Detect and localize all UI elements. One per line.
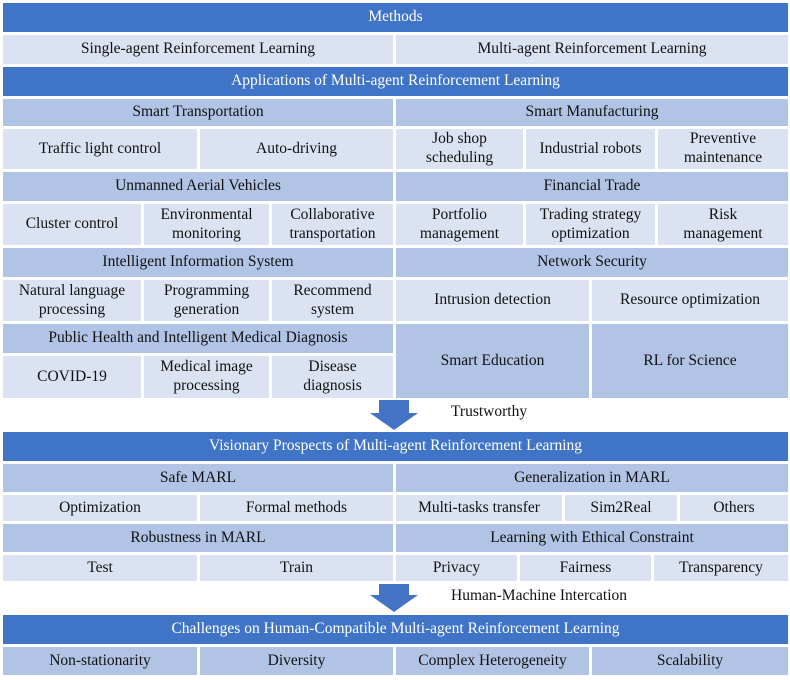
intelligent-info-header: Intelligent Information System <box>3 248 393 277</box>
disease-diagnosis-box: Disease diagnosis <box>272 356 393 398</box>
intrusion-detection-box: Intrusion detection <box>396 280 589 321</box>
challenges-header: Challenges on Human-Compatible Multi-age… <box>3 615 788 644</box>
privacy-box: Privacy <box>396 555 517 581</box>
methods-header: Methods <box>3 3 788 32</box>
uav-header: Unmanned Aerial Vehicles <box>3 172 393 201</box>
applications-header: Applications of Multi-agent Reinforcemen… <box>3 67 788 96</box>
rl-for-science-box: RL for Science <box>592 324 788 398</box>
medical-image-processing-box: Medical image processing <box>144 356 269 398</box>
formal-methods-box: Formal methods <box>200 495 393 521</box>
collaborative-transportation-box: Collaborative transportation <box>272 204 393 245</box>
optimization-box: Optimization <box>3 495 197 521</box>
diversity-box: Diversity <box>200 647 393 675</box>
covid-19-box: COVID-19 <box>3 356 141 398</box>
smart-manufacturing-header: Smart Manufacturing <box>396 99 788 126</box>
financial-trade-header: Financial Trade <box>396 172 788 201</box>
risk-management-box: Risk management <box>658 204 788 245</box>
recommend-system-box: Recommend system <box>272 280 393 321</box>
auto-driving-box: Auto-driving <box>200 129 393 169</box>
visionary-header: Visionary Prospects of Multi-agent Reinf… <box>3 432 788 461</box>
public-health-header: Public Health and Intelligent Medical Di… <box>3 324 393 353</box>
multi-agent-rl-box: Multi-agent Reinforcement Learning <box>396 35 788 64</box>
smart-education-box: Smart Education <box>396 324 589 398</box>
smart-transportation-header: Smart Transportation <box>3 99 393 126</box>
scalability-box: Scalability <box>592 647 788 675</box>
human-machine-interaction-label: Human-Machine Intercation <box>451 587 628 604</box>
ethical-constraint-header: Learning with Ethical Constraint <box>396 524 788 552</box>
train-box: Train <box>200 555 393 581</box>
transparency-box: Transparency <box>654 555 788 581</box>
non-stationarity-box: Non-stationarity <box>3 647 197 675</box>
preventive-maintenance-box: Preventive maintenance <box>658 129 788 169</box>
job-shop-scheduling-box: Job shop scheduling <box>396 129 523 169</box>
resource-optimization-box: Resource optimization <box>592 280 788 321</box>
multi-tasks-transfer-box: Multi-tasks transfer <box>396 495 562 521</box>
safe-marl-header: Safe MARL <box>3 464 393 492</box>
trading-strategy-box: Trading strategy optimization <box>526 204 655 245</box>
industrial-robots-box: Industrial robots <box>526 129 655 169</box>
others-box: Others <box>680 495 788 521</box>
test-box: Test <box>3 555 197 581</box>
environmental-monitoring-box: Environmental monitoring <box>144 204 269 245</box>
nlp-box: Natural language processing <box>3 280 141 321</box>
cluster-control-box: Cluster control <box>3 204 141 245</box>
generalization-header: Generalization in MARL <box>396 464 788 492</box>
robustness-header: Robustness in MARL <box>3 524 393 552</box>
network-security-header: Network Security <box>396 248 788 277</box>
fairness-box: Fairness <box>520 555 651 581</box>
sim2real-box: Sim2Real <box>565 495 677 521</box>
traffic-light-control-box: Traffic light control <box>3 129 197 169</box>
programming-generation-box: Programming generation <box>144 280 269 321</box>
complex-heterogeneity-box: Complex Heterogeneity <box>396 647 589 675</box>
single-agent-rl-box: Single-agent Reinforcement Learning <box>3 35 393 64</box>
trustworthy-label: Trustworthy <box>451 403 528 420</box>
portfolio-management-box: Portfolio management <box>396 204 523 245</box>
